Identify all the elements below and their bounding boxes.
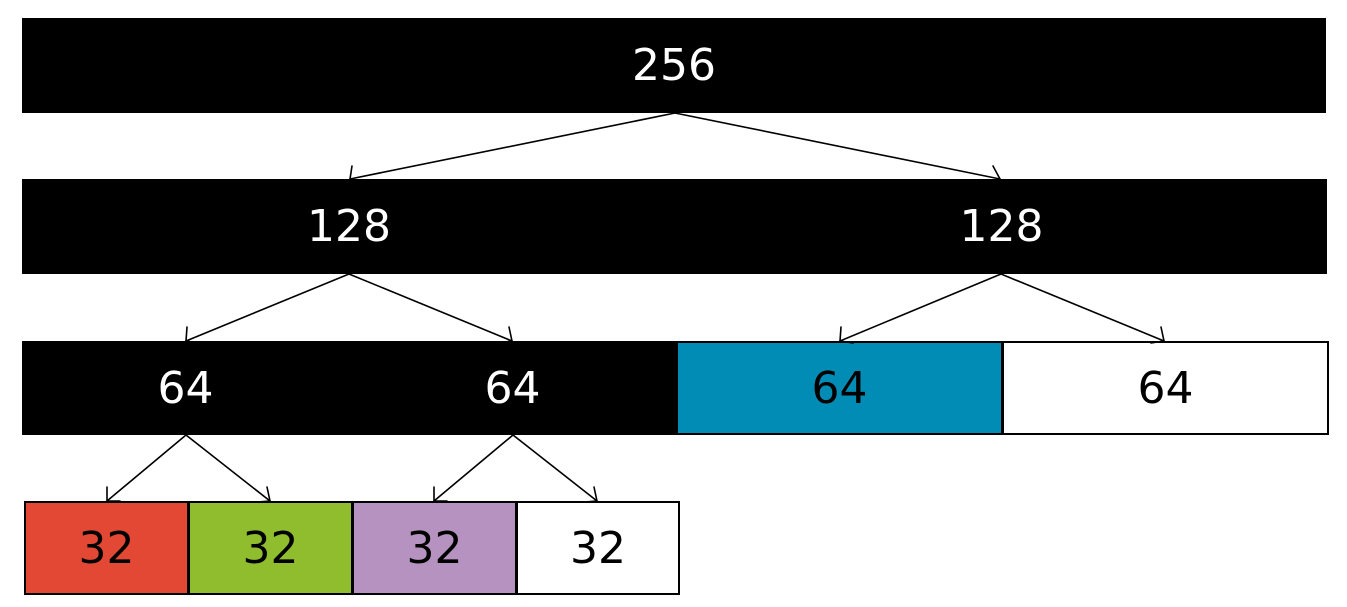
- block-32-3: 32: [352, 501, 517, 595]
- block-256: 256: [22, 18, 1326, 113]
- block-label: 32: [242, 522, 299, 574]
- split-arrow: [106, 434, 187, 502]
- block-label: 128: [307, 201, 391, 252]
- split-arrow: [433, 434, 514, 502]
- arrow-head: [433, 486, 448, 502]
- block-32-2: 32: [188, 501, 353, 595]
- split-arrow: [348, 273, 513, 342]
- block-32-1: 32: [24, 501, 189, 595]
- block-label: 32: [570, 522, 626, 574]
- split-arrow: [185, 273, 350, 342]
- block-128-right: 128: [676, 179, 1327, 274]
- arrow-head: [583, 486, 598, 503]
- split-arrow: [839, 273, 1002, 342]
- block-128-left: 128: [22, 179, 676, 274]
- block-label: 64: [484, 362, 541, 414]
- block-64-2: 64: [349, 341, 676, 435]
- block-label: 32: [406, 522, 463, 574]
- block-label: 256: [632, 40, 716, 91]
- block-64-1: 64: [22, 341, 349, 435]
- split-arrow: [185, 434, 271, 502]
- block-label: 64: [157, 362, 214, 414]
- split-arrow: [1000, 273, 1165, 342]
- block-64-4: 64: [1002, 341, 1329, 435]
- split-arrow: [512, 434, 598, 502]
- arrow-head: [256, 486, 271, 503]
- block-label: 64: [1137, 362, 1194, 414]
- block-32-4: 32: [516, 501, 680, 595]
- block-64-3: 64: [676, 341, 1003, 435]
- arrow-head: [106, 486, 121, 502]
- block-label: 128: [959, 201, 1044, 252]
- split-arrow: [674, 112, 1001, 180]
- block-label: 64: [811, 362, 868, 414]
- split-arrow: [349, 112, 676, 180]
- block-label: 32: [78, 522, 135, 574]
